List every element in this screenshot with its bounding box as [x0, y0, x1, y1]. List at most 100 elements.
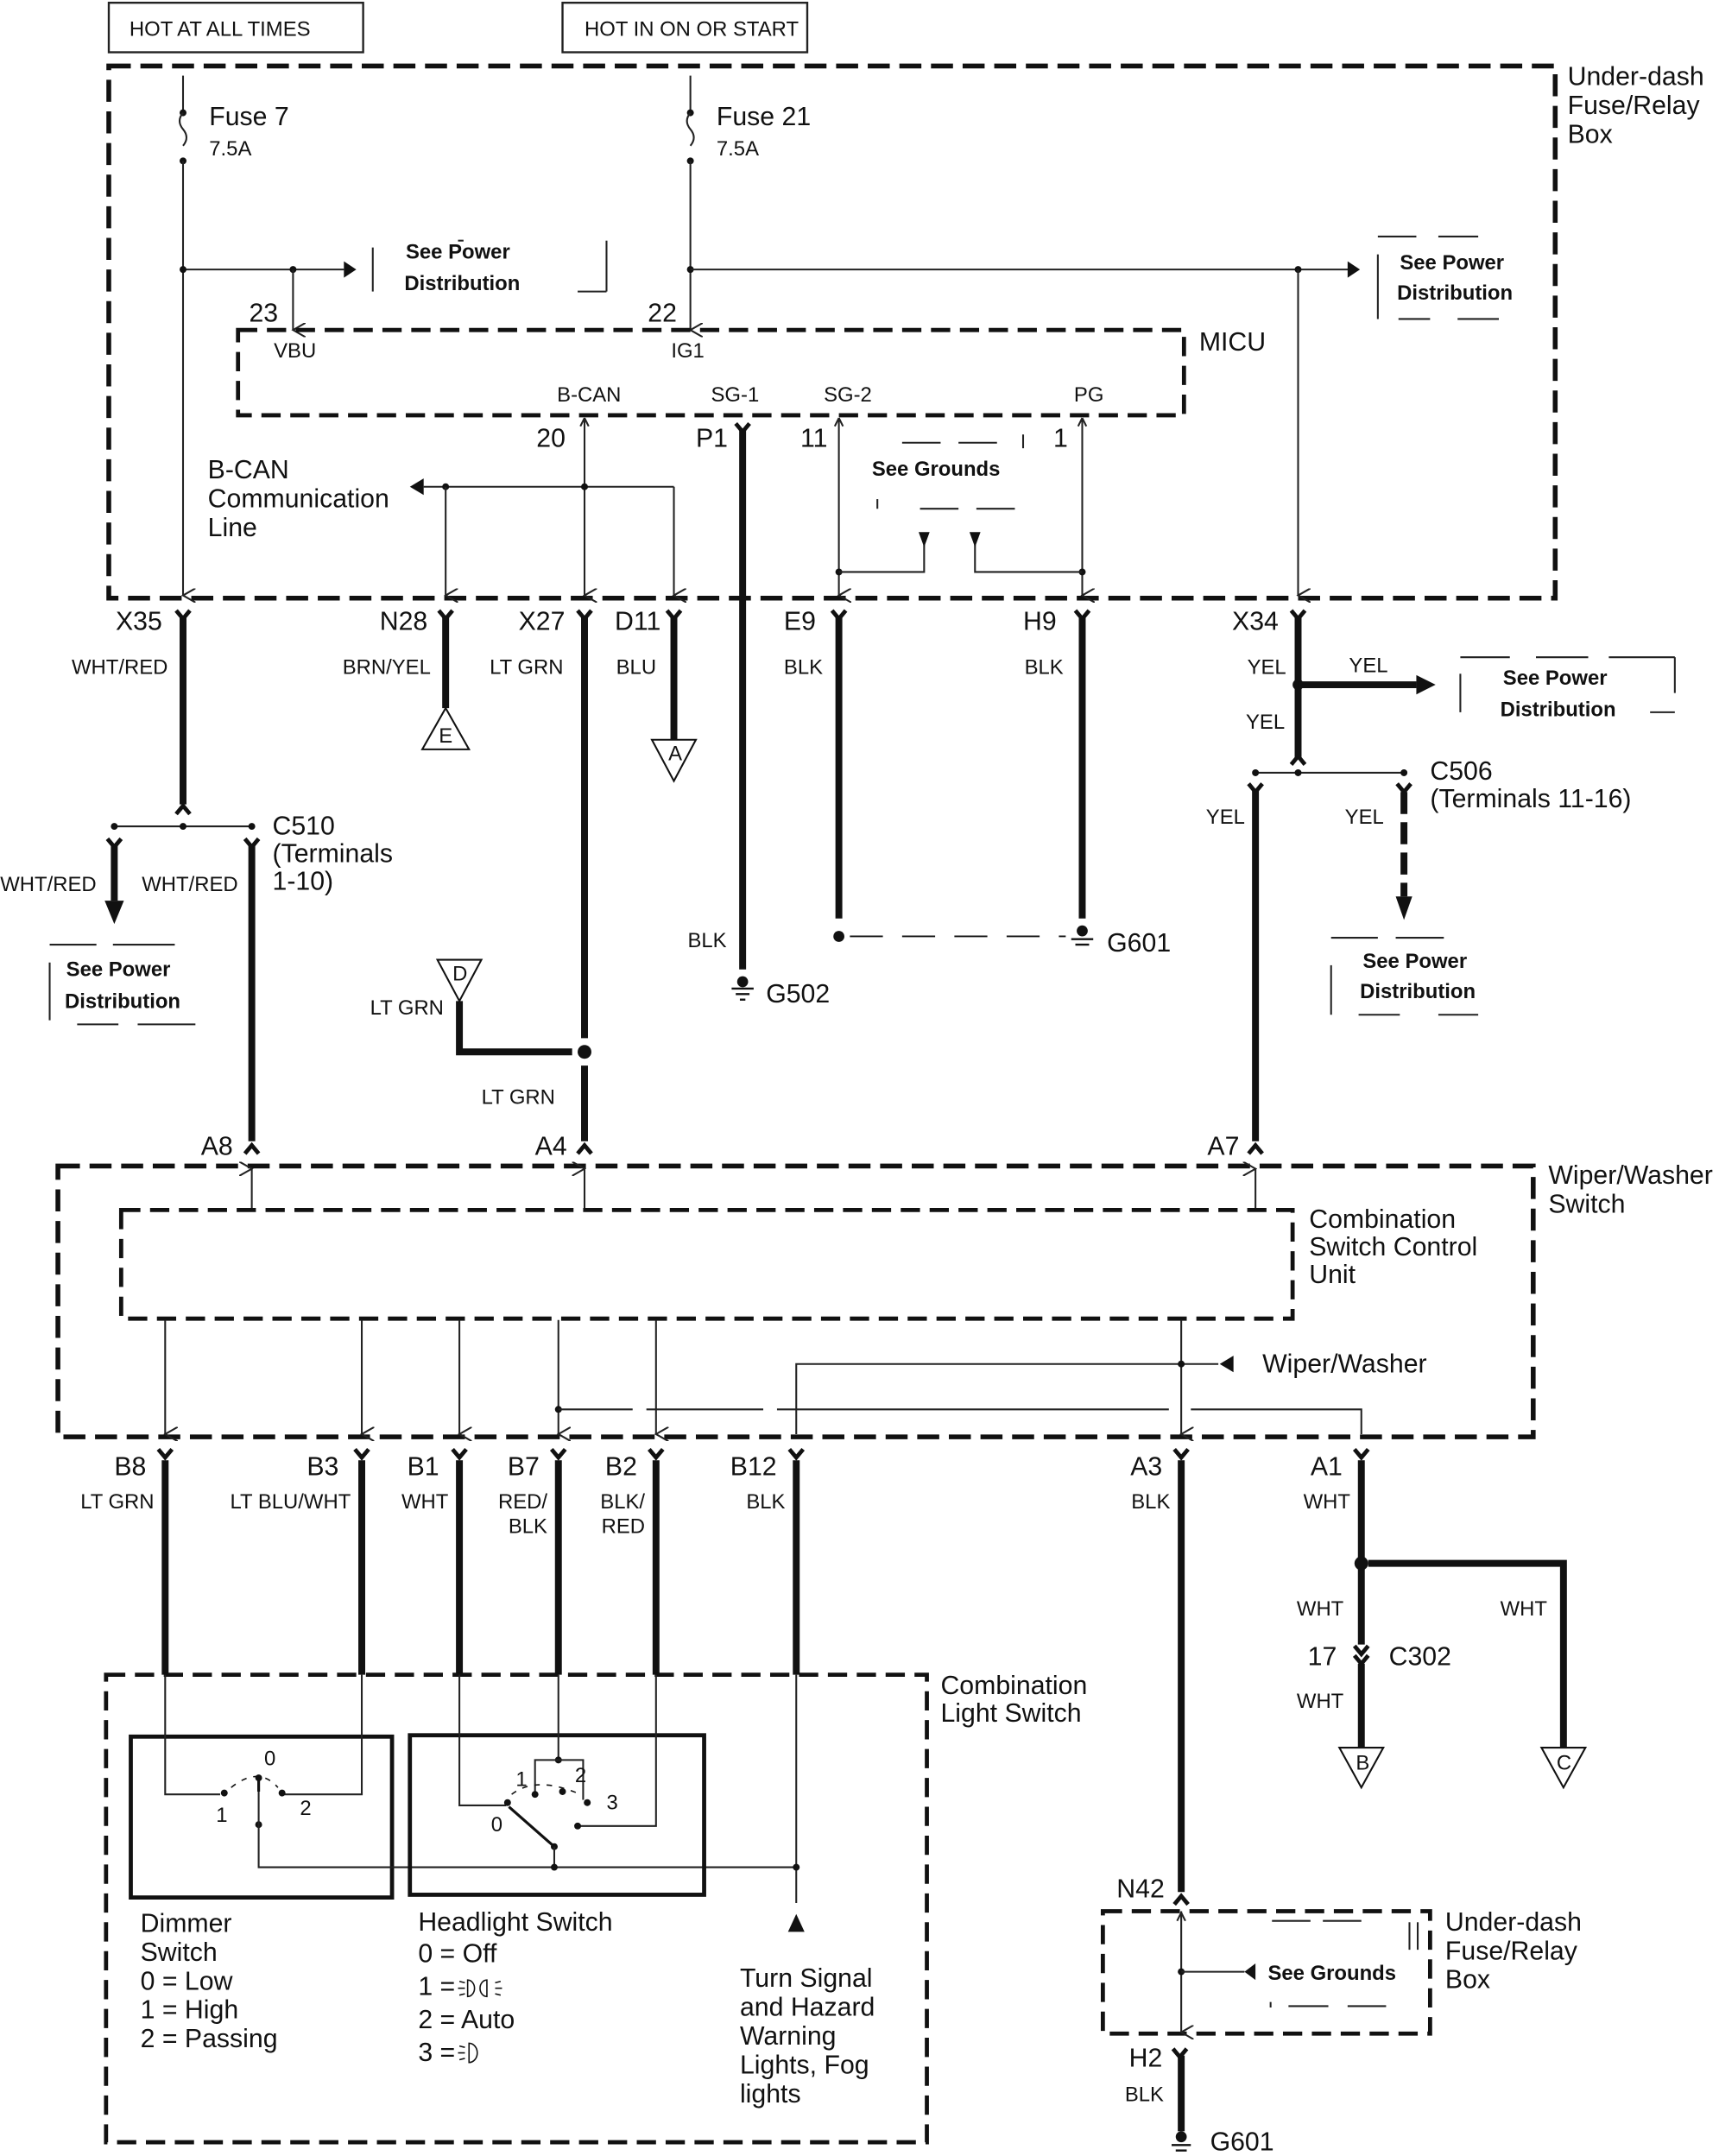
a1-branch: B C WHT WHT 17 C302 WHT [1297, 1556, 1588, 1790]
svg-text:N42: N42 [1116, 1875, 1165, 1904]
hot-in-on-or-start-box: HOT IN ON OR START [561, 1, 809, 54]
svg-text:(Terminals 11-16): (Terminals 11-16) [1430, 785, 1631, 813]
micu-pin-22: 22 [648, 300, 677, 328]
arrow-right-icon [344, 261, 357, 278]
offpage-d: D [452, 962, 467, 985]
svg-text:See Power: See Power [406, 240, 510, 263]
micu-pin-11: 11 [800, 425, 827, 453]
micu-pin-1: 1 [1053, 425, 1068, 453]
see-power-distribution-ref-3[interactable]: See Power Distribution [1459, 656, 1676, 722]
arrow-up-icon [787, 1913, 805, 1932]
bcan-line-label-1: B-CAN [208, 456, 289, 484]
connector-c506: C506 (Terminals 11-16) YEL YEL [1206, 757, 1631, 1141]
micu-pin-sg1: SG-1 [711, 383, 760, 407]
micu-pin-pg: PG [1074, 383, 1104, 407]
pin-a4: A4 [535, 1133, 593, 1211]
svg-text:YEL: YEL [1248, 655, 1286, 679]
svg-text:Distribution: Distribution [65, 989, 180, 1013]
arrow-left-icon [409, 478, 424, 496]
terminal-h9: G601 H9 BLK [1023, 607, 1171, 958]
svg-text:Unit: Unit [1309, 1261, 1356, 1289]
fuse-7: Fuse 7 7.5A [178, 75, 289, 596]
svg-text:E9: E9 [784, 607, 816, 635]
svg-text:See Power: See Power [1400, 251, 1504, 275]
svg-text:lights: lights [740, 2080, 801, 2109]
pin-id: B2 [605, 1453, 637, 1482]
svg-text:C506: C506 [1430, 757, 1492, 786]
pin-id: B12 [730, 1453, 777, 1482]
terminal-x34: X34 YEL YEL YEL [1232, 607, 1436, 766]
wiper-switch-label-2: Switch [1548, 1191, 1625, 1219]
wire-color: RED/ [498, 1490, 547, 1514]
arrow-down-icon [1395, 896, 1412, 920]
fusebox-top-label-2: Fuse/Relay [1568, 92, 1701, 120]
svg-text:A8: A8 [201, 1133, 233, 1161]
see-grounds-ref-1[interactable]: See Grounds [872, 434, 1025, 510]
hot-in-on-or-start-label: HOT IN ON OR START [585, 17, 799, 41]
terminal-n28: E N28 BRN/YEL [343, 607, 471, 750]
svg-text:Turn Signal: Turn Signal [740, 1964, 873, 1993]
see-power-distribution-ref-2[interactable]: See Power Distribution [1376, 235, 1513, 320]
micu-pin-sg2: SG-2 [824, 383, 872, 407]
hot-at-all-times-label: HOT AT ALL TIMES [130, 17, 311, 41]
wiper-washer-ref[interactable]: Wiper/Washer [1262, 1350, 1427, 1378]
fusebox-top-label-1: Under-dash [1568, 63, 1704, 92]
svg-text:See Power: See Power [1503, 667, 1608, 690]
svg-text:Distribution: Distribution [1397, 281, 1513, 305]
terminal-e9: E9 BLK [784, 607, 1066, 942]
micu-pin-bcan: B-CAN [557, 383, 621, 407]
svg-text:YEL: YEL [1345, 806, 1384, 829]
headlight-switch: 1 2 3 0 [408, 1674, 706, 1897]
svg-text:WHT: WHT [1501, 1597, 1548, 1621]
svg-text:17: 17 [1308, 1642, 1337, 1671]
wire-color: BLK [746, 1490, 785, 1514]
micu-pin-20: 20 [536, 425, 566, 453]
wire-color-2: RED [602, 1515, 645, 1539]
p1-wire-color: BLK [687, 929, 726, 952]
wire-color: LT BLU/WHT [231, 1490, 351, 1514]
fuse7-rating: 7.5A [209, 137, 251, 161]
fuse-relay-box-top [106, 63, 1558, 601]
fusebox-top-label-3: Box [1568, 121, 1613, 149]
svg-text:2: 2 [300, 1797, 311, 1820]
svg-text:0 = Low: 0 = Low [141, 1967, 233, 1995]
svg-text:0: 0 [264, 1748, 275, 1771]
fuse7-name: Fuse 7 [209, 103, 288, 131]
svg-text:WHT: WHT [1297, 1690, 1344, 1713]
pin-id: A1 [1311, 1453, 1343, 1482]
offpage-c: C [1557, 1752, 1571, 1775]
see-power-distribution-ref-1[interactable]: See Power Distribution [371, 239, 608, 295]
fuse-icon [178, 111, 188, 147]
combination-light-switch-box [104, 1672, 929, 2145]
parking-lights-icon [458, 1979, 502, 1998]
d-branch: D LT GRN LT GRN [370, 958, 591, 1141]
svg-text:Warning: Warning [740, 2022, 837, 2051]
see-grounds-ref-2[interactable]: See Grounds [1267, 1919, 1419, 2008]
svg-text:Combination: Combination [940, 1672, 1087, 1700]
wire-color: WHT [401, 1490, 449, 1514]
arrow-up-icon [918, 532, 930, 547]
bcan-line-label-3: Line [208, 514, 257, 542]
wire-color: LT GRN [80, 1490, 154, 1514]
arrow-left-icon [1244, 1963, 1256, 1981]
svg-text:X34: X34 [1232, 607, 1279, 635]
svg-text:A4: A4 [535, 1133, 567, 1161]
pin-a8: A8 [201, 1133, 261, 1211]
see-power-distribution-ref-4[interactable]: See Power Distribution [1330, 937, 1479, 1016]
micu-box [236, 327, 1186, 418]
svg-text:Distribution: Distribution [404, 272, 520, 295]
svg-text:Lights, Fog: Lights, Fog [740, 2051, 869, 2079]
micu-pin-ig1: IG1 [671, 339, 704, 363]
svg-text:LT GRN: LT GRN [490, 655, 563, 679]
svg-text:See Grounds: See Grounds [1267, 1962, 1396, 1985]
svg-text:X35: X35 [116, 607, 162, 635]
svg-text:Light Switch: Light Switch [940, 1699, 1081, 1728]
see-power-distribution-ref-5[interactable]: See Power Distribution [48, 943, 196, 1026]
arrow-left-icon [1219, 1356, 1234, 1373]
